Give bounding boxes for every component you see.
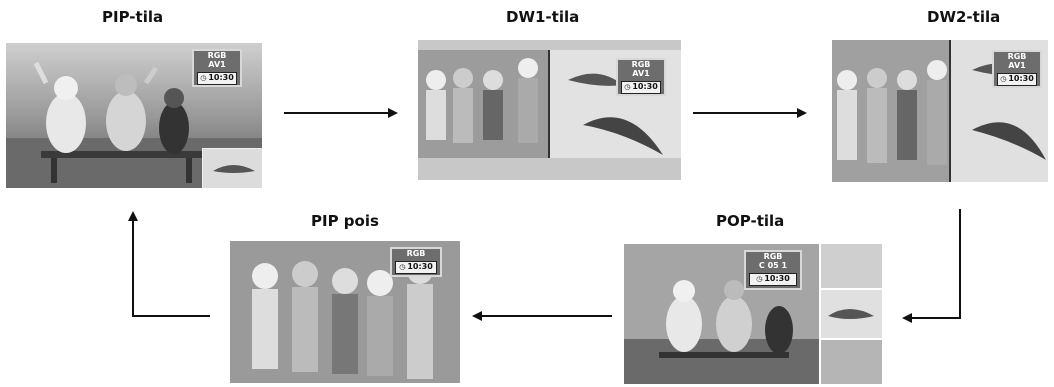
osd-clock: ◷10:30 (621, 81, 661, 94)
clock-icon: ◷ (624, 83, 631, 91)
dw2-mode-screen: RGB AV1 ◷10:30 (832, 40, 1048, 182)
dw2-mode-title: DW2-tila (927, 8, 1001, 26)
osd-clock: ◷10:30 (197, 72, 237, 85)
osd-time: 10:30 (1008, 74, 1034, 83)
pop-mode-screen: RGB C 05 1 ◷10:30 (624, 244, 882, 384)
dw1-mode-title: DW1-tila (506, 8, 580, 26)
osd-input: AV1 (632, 69, 650, 78)
pip-sub-window (202, 148, 262, 188)
osd-input: C 05 1 (758, 261, 788, 270)
pip-off-title: PIP pois (311, 212, 379, 230)
osd-source: RGB (1007, 52, 1027, 61)
osd-time: 10:30 (764, 274, 790, 283)
pop-main-photo (624, 244, 882, 384)
clock-icon: ◷ (200, 74, 207, 82)
pip-mode-title: PIP-tila (102, 8, 164, 26)
dw1-mode-screen: RGB AV1 ◷10:30 (418, 40, 681, 180)
pip-off-screen: RGB ◷10:30 (230, 241, 460, 383)
osd-source: RGB (763, 252, 783, 261)
arrow-up-icon (128, 211, 210, 317)
osd-source: RGB (406, 249, 426, 258)
pip-off-osd: RGB ◷10:30 (390, 247, 442, 277)
osd-source: RGB (631, 60, 651, 69)
osd-clock: ◷10:30 (749, 273, 797, 286)
osd-source: RGB (207, 51, 227, 60)
pop-mode-title: POP-tila (716, 212, 785, 230)
arrow-down-left-icon (902, 209, 961, 323)
clock-icon: ◷ (1000, 75, 1007, 83)
clock-icon: ◷ (399, 263, 406, 271)
osd-time: 10:30 (407, 262, 433, 271)
clock-icon: ◷ (756, 275, 763, 283)
osd-time: 10:30 (208, 73, 234, 82)
osd-clock: ◷10:30 (997, 73, 1037, 86)
dw2-osd: RGB AV1 ◷10:30 (992, 50, 1042, 88)
pop-osd: RGB C 05 1 ◷10:30 (744, 250, 802, 290)
dolphin-photo (203, 149, 262, 188)
osd-input: AV1 (208, 60, 226, 69)
dw1-osd: RGB AV1 ◷10:30 (616, 58, 666, 96)
kids-lineup-photo (230, 241, 460, 383)
osd-input: AV1 (1008, 61, 1026, 70)
pip-osd: RGB AV1 ◷10:30 (192, 49, 242, 87)
osd-time: 10:30 (632, 82, 658, 91)
pip-mode-screen: RGB AV1 ◷10:30 (6, 43, 262, 188)
osd-clock: ◷10:30 (395, 261, 437, 274)
